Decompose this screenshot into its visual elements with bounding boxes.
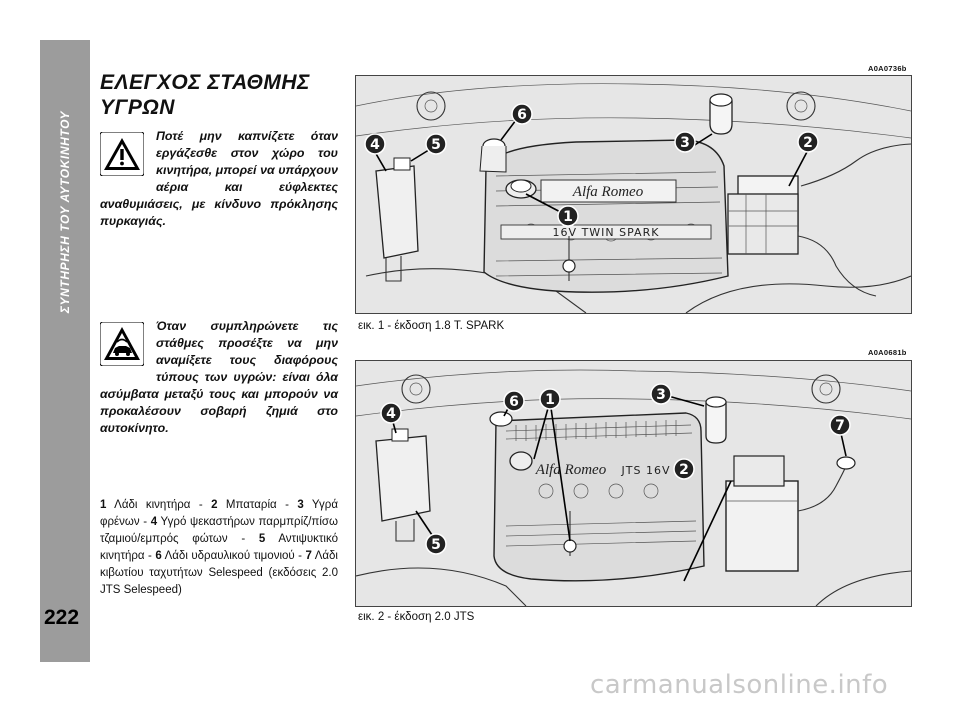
figure-2-engine-bay: Alfa Romeo JTS 16V 1 2 3 4 5: [355, 360, 912, 607]
callout-7: 7: [829, 414, 851, 436]
svg-text:1: 1: [563, 209, 573, 225]
warning-text: Όταν συμπληρώνετε τις στάθμες προσέξτε ν…: [100, 319, 338, 435]
figure-1-engine-bay: Alfa Romeo 16V TWIN SPARK 1 2 3: [355, 75, 912, 314]
svg-text:6: 6: [509, 394, 519, 410]
legend-num: 1: [100, 499, 107, 511]
svg-text:5: 5: [431, 137, 441, 153]
callout-5: 5: [425, 533, 447, 555]
engine-label: JTS 16V: [621, 464, 671, 477]
svg-text:7: 7: [835, 418, 845, 434]
callout-2: 2: [673, 458, 695, 480]
legend-text: Λάδι κινητήρα -: [106, 499, 212, 511]
callout-3: 3: [674, 131, 696, 153]
figure-1-code: A0A0736b: [868, 64, 907, 73]
figure-2-caption: εικ. 2 - έκδοση 2.0 JTS: [358, 611, 475, 623]
figure-1-caption: εικ. 1 - έκδοση 1.8 T. SPARK: [358, 320, 505, 332]
figure-legend: 1 Λάδι κινητήρα - 2 Μπαταρία - 3 Υγρά φρ…: [100, 497, 338, 599]
legend-num: 6: [155, 550, 162, 562]
page-number: 222: [44, 606, 80, 629]
callout-5: 5: [425, 133, 447, 155]
svg-text:3: 3: [680, 135, 690, 151]
engine-bay-illustration-2: Alfa Romeo JTS 16V 1 2 3 4 5: [356, 361, 911, 606]
engine-brand-logo: Alfa Romeo: [572, 184, 644, 200]
warning-no-smoking: Ποτέ μην καπνίζετε όταν εργάζεσθε στον χ…: [100, 128, 338, 230]
legend-text: Λάδι κιβωτίου ταχυτήτων Selespeed (εκδόσ…: [100, 550, 338, 596]
legend-num: 5: [258, 533, 266, 545]
callout-6: 6: [511, 103, 533, 125]
svg-text:4: 4: [386, 406, 396, 422]
legend-text: Αντιψυκτικό κινητήρα -: [100, 533, 338, 562]
svg-text:4: 4: [370, 137, 380, 153]
callout-6: 6: [503, 390, 525, 412]
legend-num: 2: [211, 499, 218, 511]
engine-brand-logo: Alfa Romeo: [535, 462, 607, 478]
callout-1: 1: [557, 205, 579, 227]
legend-num: 3: [297, 499, 304, 511]
svg-text:3: 3: [656, 387, 666, 403]
figure-2-code: A0A0681b: [868, 348, 907, 357]
callout-1: 1: [539, 388, 561, 410]
sidebar-strip: ΣΥΝΤΗΡΗΣΗ ΤΟΥ ΑΥΤΟΚΙΝΗΤΟΥ: [40, 40, 90, 662]
svg-text:2: 2: [679, 462, 689, 478]
svg-text:5: 5: [431, 537, 441, 553]
svg-text:2: 2: [803, 135, 813, 151]
svg-text:1: 1: [545, 392, 555, 408]
watermark: carmanualsonline.info: [590, 670, 889, 700]
warning-fluid-mix: Όταν συμπληρώνετε τις στάθμες προσέξτε ν…: [100, 318, 338, 437]
legend-text: Υγρά φρένων -: [100, 499, 338, 528]
legend-num: 4: [150, 516, 158, 528]
callout-4: 4: [380, 402, 402, 424]
engine-label: 16V TWIN SPARK: [553, 226, 660, 239]
callout-2: 2: [797, 131, 819, 153]
legend-num: 7: [305, 550, 312, 562]
callout-4: 4: [364, 133, 386, 155]
warning-triangle-icon: [100, 132, 144, 176]
car-fluid-caution-icon: [100, 322, 144, 366]
legend-text: Υγρό ψεκαστήρων παρμπρίζ/πίσω τζαμιού/εμ…: [100, 516, 338, 545]
section-title: ΕΛΕΓΧΟΣ ΣΤΑΘΜΗΣ ΥΓΡΩΝ: [100, 71, 310, 119]
legend-text: Μπαταρία -: [217, 499, 298, 511]
callout-3: 3: [650, 383, 672, 405]
svg-text:6: 6: [517, 107, 527, 123]
legend-text: Λάδι υδραυλικού τιμονιού -: [161, 550, 306, 562]
warning-text: Ποτέ μην καπνίζετε όταν εργάζεσθε στον χ…: [100, 129, 338, 228]
engine-bay-illustration-1: Alfa Romeo 16V TWIN SPARK 1 2 3: [356, 76, 911, 313]
